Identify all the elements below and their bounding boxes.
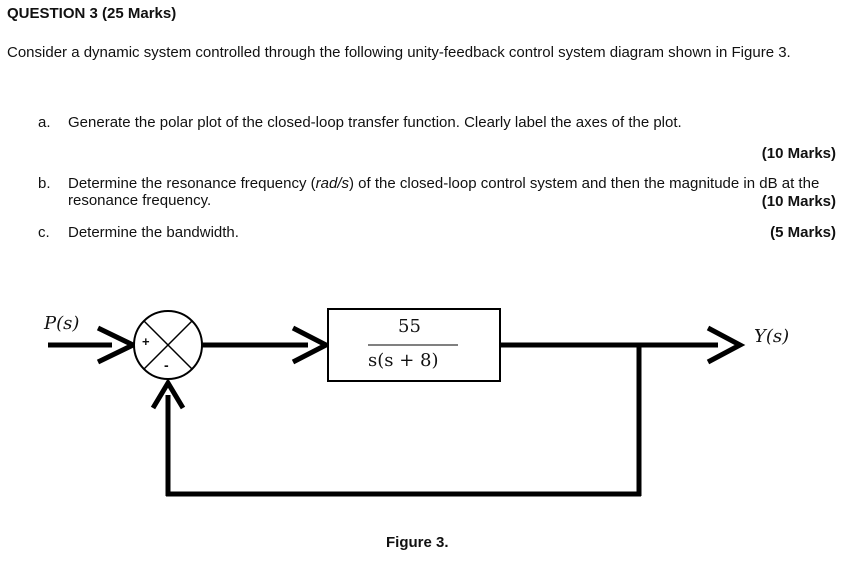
part-c-text: Determine the bandwidth. bbox=[68, 224, 239, 241]
junction-cross-line-2 bbox=[143, 320, 193, 370]
part-b-text-post: ) of the closed-loop control system and … bbox=[68, 175, 820, 209]
part-c-marks: (5 Marks) bbox=[770, 224, 836, 241]
output-label: Y(s) bbox=[754, 326, 790, 347]
tf-denominator: s(s + 8) bbox=[368, 350, 439, 371]
part-a-letter: a. bbox=[38, 114, 51, 131]
plus-sign: + bbox=[142, 334, 150, 349]
part-b-letter: b. bbox=[38, 175, 51, 192]
input-label: P(s) bbox=[44, 313, 80, 334]
forward-arrowhead bbox=[291, 325, 332, 365]
part-b-unit: rad/s bbox=[315, 175, 349, 192]
tf-numerator: 55 bbox=[398, 316, 421, 337]
part-b-text: Determine the resonance frequency (rad/s… bbox=[68, 175, 838, 209]
part-b-text-pre: Determine the resonance frequency ( bbox=[68, 175, 316, 192]
feedback-arrowhead bbox=[150, 378, 186, 410]
question-title: QUESTION 3 (25 Marks) bbox=[7, 5, 177, 22]
output-arrowhead bbox=[706, 325, 746, 365]
part-c-letter: c. bbox=[38, 224, 50, 241]
part-a-marks: (10 Marks) bbox=[761, 145, 836, 162]
part-b-marks: (10 Marks) bbox=[761, 193, 836, 210]
question-intro: Consider a dynamic system controlled thr… bbox=[7, 44, 791, 61]
part-a-text: Generate the polar plot of the closed-lo… bbox=[68, 114, 682, 131]
minus-sign: - bbox=[164, 357, 169, 373]
figure-caption: Figure 3. bbox=[386, 534, 449, 551]
